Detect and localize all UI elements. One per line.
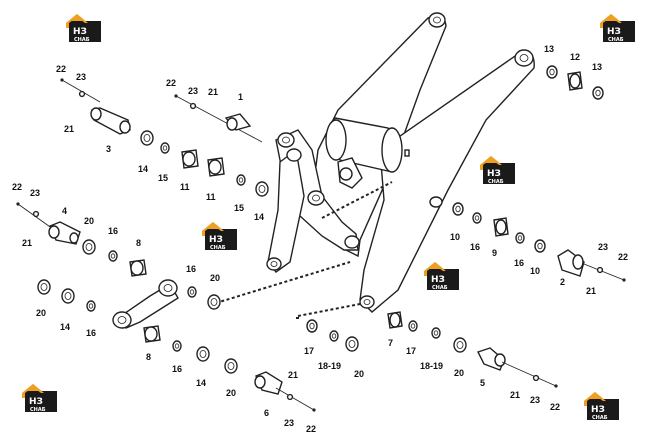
- logo-subtext: СНАБ: [74, 37, 90, 43]
- label: 20: [226, 388, 236, 398]
- logo-center-left: НЗ СНАБ: [202, 222, 237, 251]
- label: 22: [56, 64, 66, 74]
- logo-center: НЗ СНАБ: [424, 262, 459, 291]
- label: 5: [480, 378, 485, 388]
- logo-subtext: СНАБ: [488, 179, 504, 185]
- assembly-lines: [215, 181, 393, 319]
- pin-1-stack: [174, 94, 263, 143]
- pin-12-stack: [546, 65, 604, 100]
- label: 17: [304, 346, 314, 356]
- logo-top-left: НЗ СНАБ: [66, 14, 101, 43]
- pin-6-stack: [254, 371, 316, 412]
- label: 23: [188, 86, 198, 96]
- logo-top-right: НЗ СНАБ: [600, 14, 635, 43]
- logo-text: НЗ: [607, 27, 621, 37]
- label: 18-19: [420, 361, 443, 371]
- label: 20: [210, 273, 220, 283]
- label: 10: [450, 232, 460, 242]
- logo-subtext: СНАБ: [432, 285, 448, 291]
- label: 18-19: [318, 361, 341, 371]
- label: 20: [36, 308, 46, 318]
- logo-subtext: СНАБ: [210, 245, 226, 251]
- label: 15: [234, 203, 244, 213]
- label: 23: [30, 188, 40, 198]
- label: 8: [146, 352, 151, 362]
- part-labels: 1 2 3 4 5 6 7 8 8 9 10 10 11 11 12 13 13…: [12, 44, 628, 434]
- label: 16: [186, 264, 196, 274]
- label: 10: [530, 266, 540, 276]
- label: 7: [388, 338, 393, 348]
- label: 2: [560, 277, 565, 287]
- label: 16: [514, 258, 524, 268]
- label: 16: [172, 364, 182, 374]
- pin-4-stack: [16, 202, 147, 277]
- logo-bottom-right: НЗ СНАБ: [584, 392, 619, 421]
- link-rod: [37, 279, 238, 374]
- label: 21: [586, 286, 596, 296]
- label: 14: [196, 378, 206, 388]
- label: 21: [22, 238, 32, 248]
- label: 14: [254, 212, 264, 222]
- label: 22: [550, 402, 560, 412]
- label: 23: [598, 242, 608, 252]
- label: 14: [60, 322, 70, 332]
- logo-text: НЗ: [73, 27, 87, 37]
- pin-2-stack: [452, 202, 626, 282]
- label: 22: [166, 78, 176, 88]
- logo-subtext: СНАБ: [592, 415, 608, 421]
- label: 16: [470, 242, 480, 252]
- logo-text: НЗ: [29, 397, 43, 407]
- logo-text: НЗ: [487, 169, 501, 179]
- label: 13: [592, 62, 602, 72]
- label: 20: [84, 216, 94, 226]
- label: 13: [544, 44, 554, 54]
- label: 23: [530, 395, 540, 405]
- label: 20: [354, 369, 364, 379]
- label: 16: [108, 226, 118, 236]
- label: 9: [492, 248, 497, 258]
- label: 23: [284, 418, 294, 428]
- logo-text: НЗ: [431, 275, 445, 285]
- label: 12: [570, 52, 580, 62]
- label: 11: [206, 192, 216, 202]
- logo-subtext: СНАБ: [608, 37, 624, 43]
- pin-3-stack: [60, 78, 269, 197]
- label: 22: [618, 252, 628, 262]
- logo-center-right: НЗ СНАБ: [480, 156, 515, 185]
- logo-subtext: СНАБ: [30, 407, 46, 413]
- label: 21: [510, 390, 520, 400]
- logo-text: НЗ: [209, 235, 223, 245]
- label: 21: [288, 370, 298, 380]
- label: 16: [86, 328, 96, 338]
- label: 1: [238, 92, 243, 102]
- label: 15: [158, 173, 168, 183]
- label: 21: [64, 124, 74, 134]
- label: 11: [180, 182, 190, 192]
- label: 22: [306, 424, 316, 434]
- logo-text: НЗ: [591, 405, 605, 415]
- lower-right-stacks: [306, 311, 558, 388]
- label: 14: [138, 164, 148, 174]
- label: 3: [106, 144, 111, 154]
- logo-bottom-left: НЗ СНАБ: [22, 384, 57, 413]
- label: 4: [62, 206, 67, 216]
- label: 17: [406, 346, 416, 356]
- label: 6: [264, 408, 269, 418]
- label: 22: [12, 182, 22, 192]
- label: 23: [76, 72, 86, 82]
- label: 8: [136, 238, 141, 248]
- boom-assembly: [266, 12, 535, 313]
- label: 21: [208, 87, 218, 97]
- label: 20: [454, 368, 464, 378]
